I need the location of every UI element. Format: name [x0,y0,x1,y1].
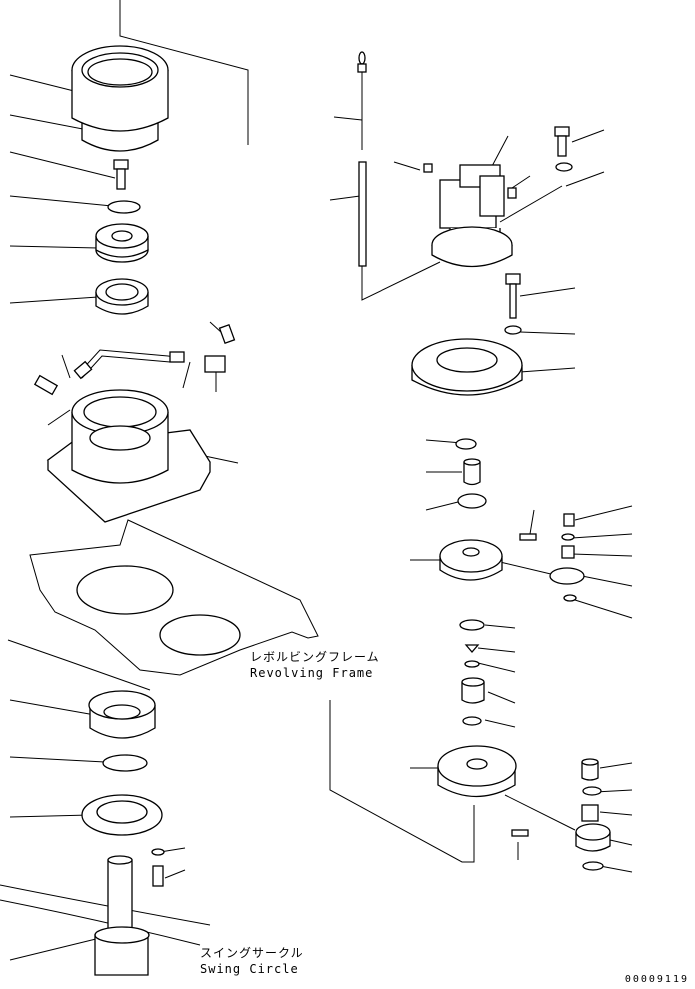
hydraulic-hose [33,323,236,396]
long-bolt [505,273,521,319]
washer-right-top [555,162,573,172]
planet-carrier-right [439,539,503,581]
swing-circle-label-en: Swing Circle [200,962,299,976]
revolving-frame-label-jp: レボルビングフレーム [250,650,380,664]
bearing-lower [88,690,156,739]
ring-gear-top [71,45,169,152]
washer [107,200,141,214]
bolt-small [113,159,129,190]
snap-ring [457,493,487,509]
swing-circle-label-jp: スイングサークル [200,946,304,960]
washer-small-3 [464,660,480,668]
washer-small-4 [462,716,482,726]
shaft-lower [581,758,599,781]
planet-gear [549,567,585,585]
swing-machinery-housing [46,389,211,523]
swing-motor-assembly [423,163,517,268]
washer-small-2 [563,594,577,602]
level-gauge [357,51,367,267]
washer-small-1 [561,533,575,541]
bolt-lower [152,865,164,887]
document-id: 00009119 [624,974,689,985]
washer-long-bolt [504,325,522,335]
pin [519,533,537,541]
revolving-frame [7,519,319,691]
needle-bearing-lower [581,804,599,822]
ring-gear-right [411,338,523,396]
bearing-upper [95,278,149,315]
bolt-right-top [554,126,570,157]
washer-lower-1 [582,786,602,796]
needle-bearing [561,545,575,559]
sun-gear [461,677,485,704]
swing-pinion-and-circle [0,855,211,976]
lock-washer [151,848,165,856]
planet-carrier [95,223,149,263]
pin-lower [511,829,529,837]
washer-lower-2 [582,861,604,871]
seal-ring [102,754,148,772]
planet-gear-lower [575,823,611,852]
sun-gear-small [463,458,481,486]
snap-ring-2 [459,619,485,631]
planet-carrier-lower [437,745,517,798]
revolving-frame-label-en: Revolving Frame [250,666,374,680]
right-leader-lines [329,116,633,873]
thrust-washer [455,438,477,450]
bearing-cover [81,794,163,836]
shaft-small [563,513,575,527]
ball [464,644,480,653]
